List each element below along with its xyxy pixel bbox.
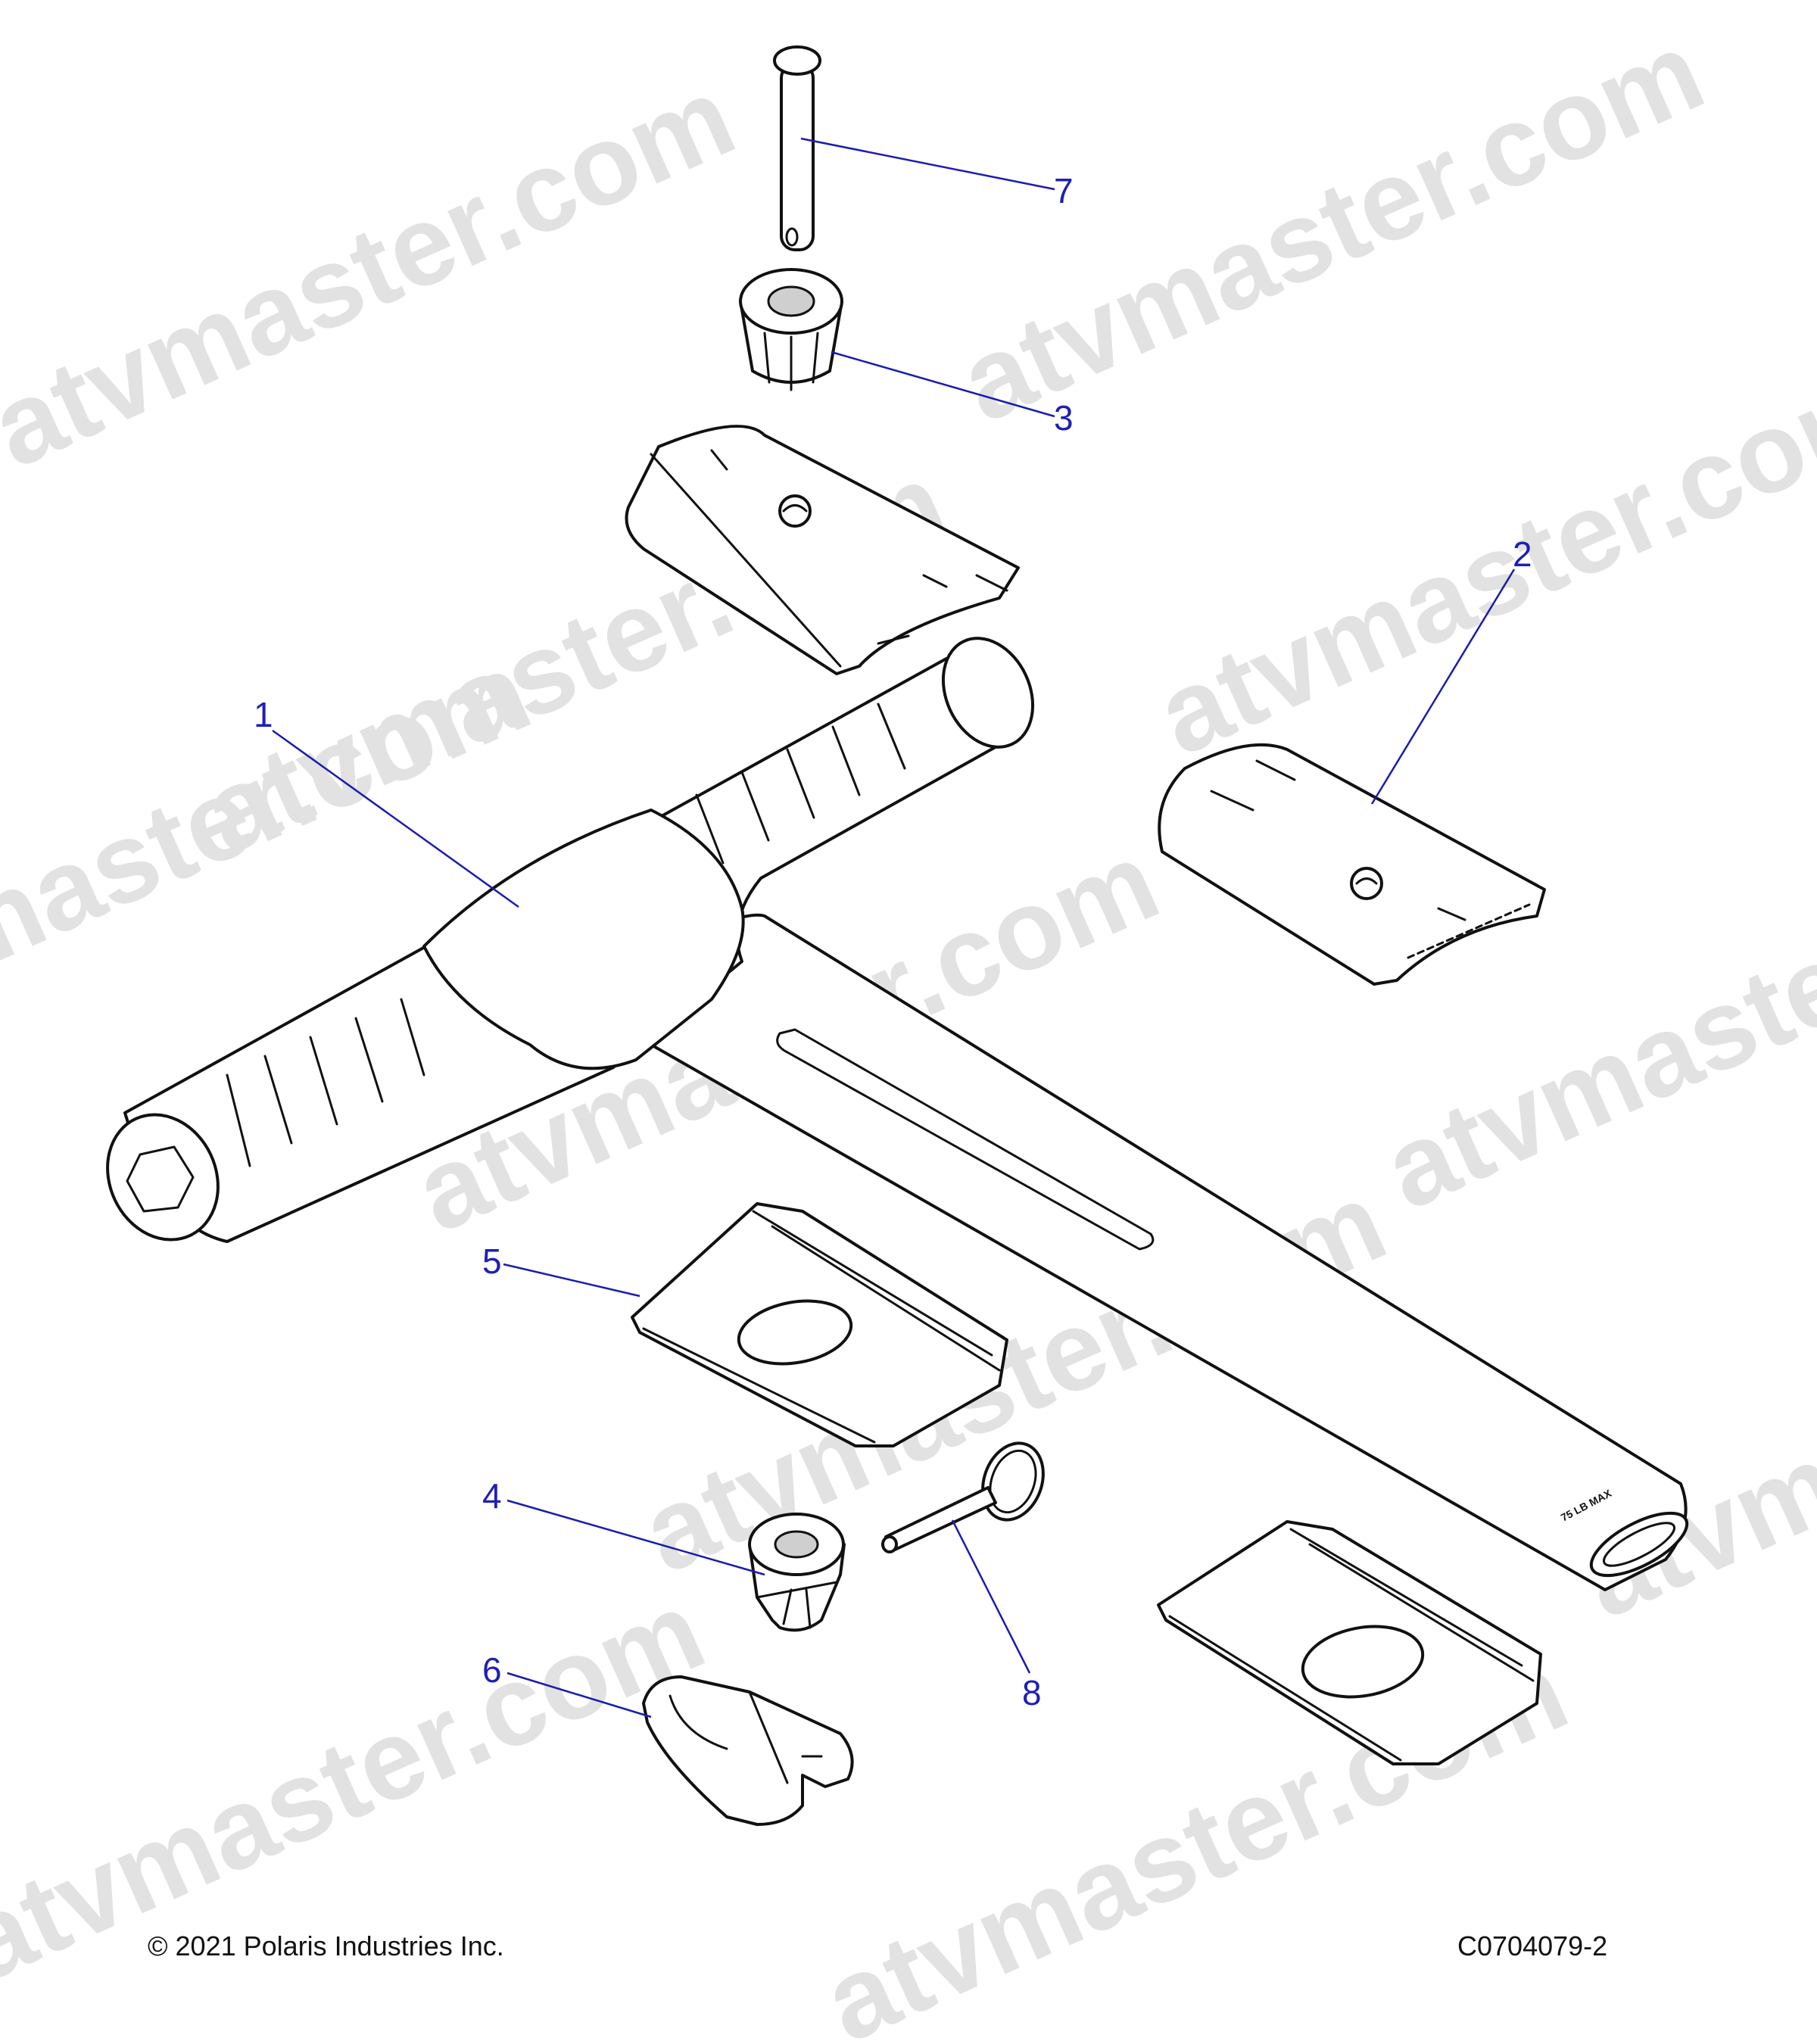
callout-3: 3 (1054, 398, 1074, 438)
upper-clamp (625, 425, 1020, 675)
watermark: atvmaster.com (943, 6, 1721, 446)
copyright-text: © 2021 Polaris Industries Inc. (148, 1930, 504, 1961)
callout-5: 5 (482, 1242, 502, 1281)
callout-6: 6 (482, 1650, 502, 1690)
leader-2 (1370, 569, 1516, 805)
callout-1: 1 (254, 695, 273, 734)
watermark: atvmaster.com (1139, 339, 1817, 779)
callout-labels: 1 2 3 4 5 6 7 8 (254, 171, 1532, 1712)
drawing-number: C0704079-2 (1457, 1930, 1608, 1961)
leader-5 (503, 1263, 640, 1298)
leader-8 (951, 1519, 1031, 1674)
callout-8: 8 (1022, 1673, 1042, 1712)
callout-4: 4 (482, 1476, 502, 1516)
part-7-pin (773, 45, 821, 251)
part-2-clamp (1158, 743, 1546, 986)
watermark: atvmaster.com (0, 51, 752, 491)
callout-7: 7 (1054, 171, 1074, 210)
lower-right-clamp (1157, 1520, 1542, 1765)
leader-1 (272, 729, 519, 908)
leader-6 (506, 1672, 652, 1718)
leader-3 (831, 351, 1055, 418)
part-4-bushing (748, 1513, 846, 1632)
part-1-t-handle: 75 LB MAX (106, 637, 1689, 1591)
callout-2: 2 (1513, 534, 1532, 574)
part-3-knob (739, 268, 843, 391)
part-6-latch (642, 1675, 854, 1826)
leader-4 (506, 1499, 765, 1576)
leader-7 (800, 137, 1055, 191)
part-8-ring-pin (881, 1441, 1045, 1553)
part-5-lower-clamp (631, 1202, 1008, 1447)
leader-lines (272, 137, 1516, 1718)
